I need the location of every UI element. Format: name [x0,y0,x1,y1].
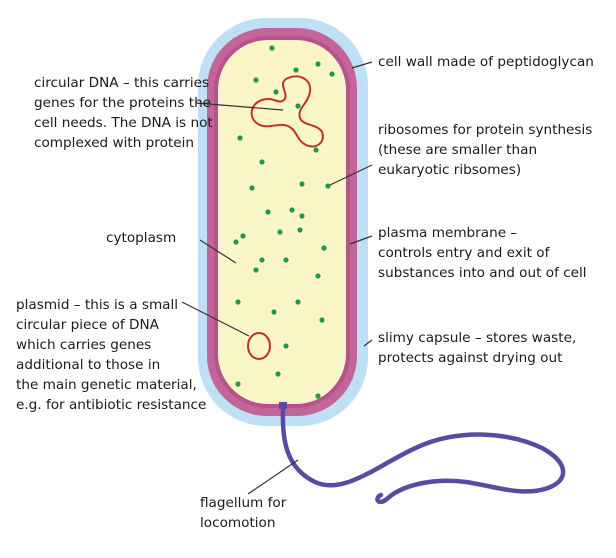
ribosome-dot [295,103,301,109]
label-line: additional to those in [16,357,161,373]
leader-ribosomes [329,164,373,186]
ribosome-dot [235,299,241,305]
ribosome-dot [283,343,289,349]
label-plasma-membrane: plasma membrane – controls entry and exi… [378,223,587,283]
plasmid [247,332,271,360]
ribosome-dot [315,393,321,399]
leader-cytoplasm [199,239,237,264]
label-line: flagellum for [200,495,287,511]
label-line: circular DNA – this carries [34,75,210,91]
label-line: plasma membrane – [378,225,518,241]
leader-plasma-membrane [349,235,373,245]
ribosome-dot [283,257,289,263]
flagellum [280,406,566,505]
ribosome-dot [325,183,331,189]
label-line: controls entry and exit of [378,245,550,261]
ribosome-dot [289,207,295,213]
ribosome-dot [265,209,271,215]
ribosome-dot [277,229,283,235]
label-circular-dna: circular DNA – this carries genes for th… [34,73,213,153]
label-line: the main genetic material, [16,377,197,393]
ribosome-dot [293,67,299,73]
ribosome-dot [273,89,279,95]
label-capsule: slimy capsule – stores waste, protects a… [378,328,576,368]
label-ribosomes: ribosomes for protein synthesis (these a… [378,120,592,180]
ribosome-dot [253,77,259,83]
ribosome-dot [269,45,275,51]
label-line: protects against drying out [378,350,563,366]
label-cytoplasm: cytoplasm [106,228,176,248]
label-line: slimy capsule – stores waste, [378,330,577,346]
label-line: eukaryotic ribsomes) [378,162,522,178]
leader-capsule [363,339,373,347]
ribosome-dot [329,71,335,77]
circular-dna [250,75,324,148]
leader-flagellum [247,459,299,495]
leader-plasmid [181,301,250,337]
ribosome-dot [313,147,319,153]
ribosome-dot [295,299,301,305]
ribosome-dot [297,227,303,233]
label-flagellum: flagellum for locomotion [200,493,286,533]
ribosome-dot [321,245,327,251]
ribosome-dot [271,309,277,315]
label-plasmid: plasmid – this is a small circular piece… [16,295,206,415]
ribosome-dot [299,213,305,219]
ribosome-dot [240,233,246,239]
leader-cell-wall [351,61,373,69]
ribosome-dot [235,381,241,387]
label-line: cell wall made of peptidoglycan [378,54,594,70]
cytoplasm-region [218,40,346,404]
ribosome-dot [237,135,243,141]
ribosome-dot [275,371,281,377]
flagellum-base [279,402,287,409]
ribosome-dot [253,267,259,273]
ribosome-dot [315,273,321,279]
ribosome-dot [259,257,265,263]
label-line: plasmid – this is a small [16,297,179,313]
label-line: cytoplasm [106,230,177,246]
ribosome-dot [249,185,255,191]
label-line: substances into and out of cell [378,265,587,281]
ribosome-dot [259,159,265,165]
ribosome-dot [315,61,321,67]
label-cell-wall: cell wall made of peptidoglycan [378,52,594,72]
ribosome-dot [319,317,325,323]
ribosomes [233,45,335,399]
label-line: complexed with protein [34,135,194,151]
ribosome-dot [233,239,239,245]
label-line: (these are smaller than [378,142,538,158]
ribosome-dot [299,181,305,187]
label-line: e.g. for antibiotic resistance [16,397,207,413]
label-line: which carries genes [16,337,152,353]
label-line: ribosomes for protein synthesis [378,122,593,138]
label-line: genes for the proteins the [34,95,212,111]
label-line: locomotion [200,515,276,531]
label-line: cell needs. The DNA is not [34,115,213,131]
label-line: circular piece of DNA [16,317,159,333]
leader-circular-dna [195,102,284,111]
